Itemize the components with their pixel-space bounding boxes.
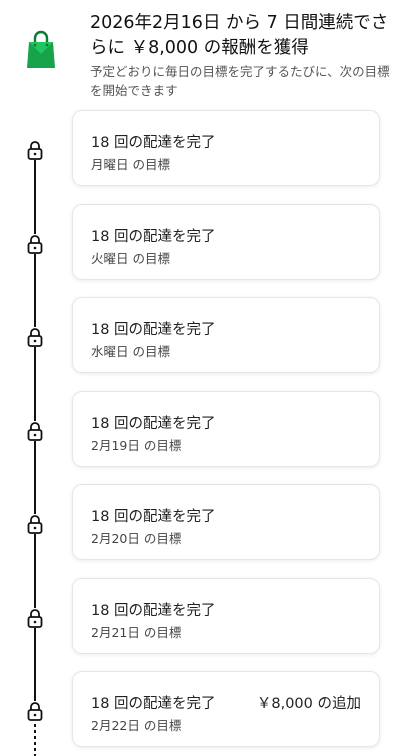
lock-icon: [26, 140, 44, 160]
goal-card[interactable]: 18 回の配達を完了水曜日 の目標: [72, 297, 380, 373]
goal-reward: ￥8,000 の追加: [256, 696, 361, 712]
goal-day: 火曜日 の目標: [91, 250, 170, 266]
lock-icon: [26, 420, 44, 441]
lock-icon: [26, 327, 44, 347]
goal-title: 18 回の配達を完了: [91, 322, 216, 338]
goal-card[interactable]: 18 回の配達を完了 2月21日 の目標: [72, 577, 380, 654]
goal-card[interactable]: 18 回の配達を完了 2月20日 の目標: [72, 484, 380, 560]
timeline-continuation: [34, 712, 36, 756]
lock-icon: [26, 607, 44, 628]
shopping-bag-icon: [27, 30, 55, 68]
goal-title: 18 回の配達を完了: [91, 228, 216, 245]
goal-day: 2月19日 の目標: [91, 437, 182, 453]
goal-title: 18 回の配達を完了: [91, 135, 216, 151]
goal-day: 2月22日 の目標: [91, 718, 182, 733]
goal-card[interactable]: 18 回の配達を完了火曜日 の目標: [72, 203, 380, 280]
promotion-header: 2026年2月16日 から 7 日間連続でさらに ￥8,000 の報酬を獲得 予…: [0, 0, 400, 104]
lock-icon: [26, 233, 44, 254]
page-title: 2026年2月16日 から 7 日間連続でさらに ￥8,000 の報酬を獲得: [90, 13, 389, 58]
lock-icon: [26, 514, 44, 534]
goal-day: 2月20日 の目標: [91, 531, 182, 546]
goal-card[interactable]: 18 回の配達を完了 2月19日 の目標: [72, 390, 380, 467]
goal-title: 18 回の配達を完了: [91, 415, 216, 432]
goal-day: 2月21日 の目標: [91, 624, 182, 640]
goal-title: 18 回の配達を完了: [91, 602, 216, 619]
goal-day: 水曜日 の目標: [91, 344, 170, 359]
goal-day: 月曜日 の目標: [91, 157, 170, 172]
goal-card[interactable]: 18 回の配達を完了 2月22日 の目標 ￥8,000 の追加: [72, 671, 380, 747]
goal-title: 18 回の配達を完了: [91, 696, 216, 712]
page-subtitle: 予定どおりに毎日の目標を完了するたびに、次の目標を開始できます: [90, 64, 390, 98]
goal-title: 18 回の配達を完了: [91, 509, 216, 525]
goal-card[interactable]: 18 回の配達を完了月曜日 の目標: [72, 110, 380, 186]
lock-icon: [26, 701, 44, 721]
